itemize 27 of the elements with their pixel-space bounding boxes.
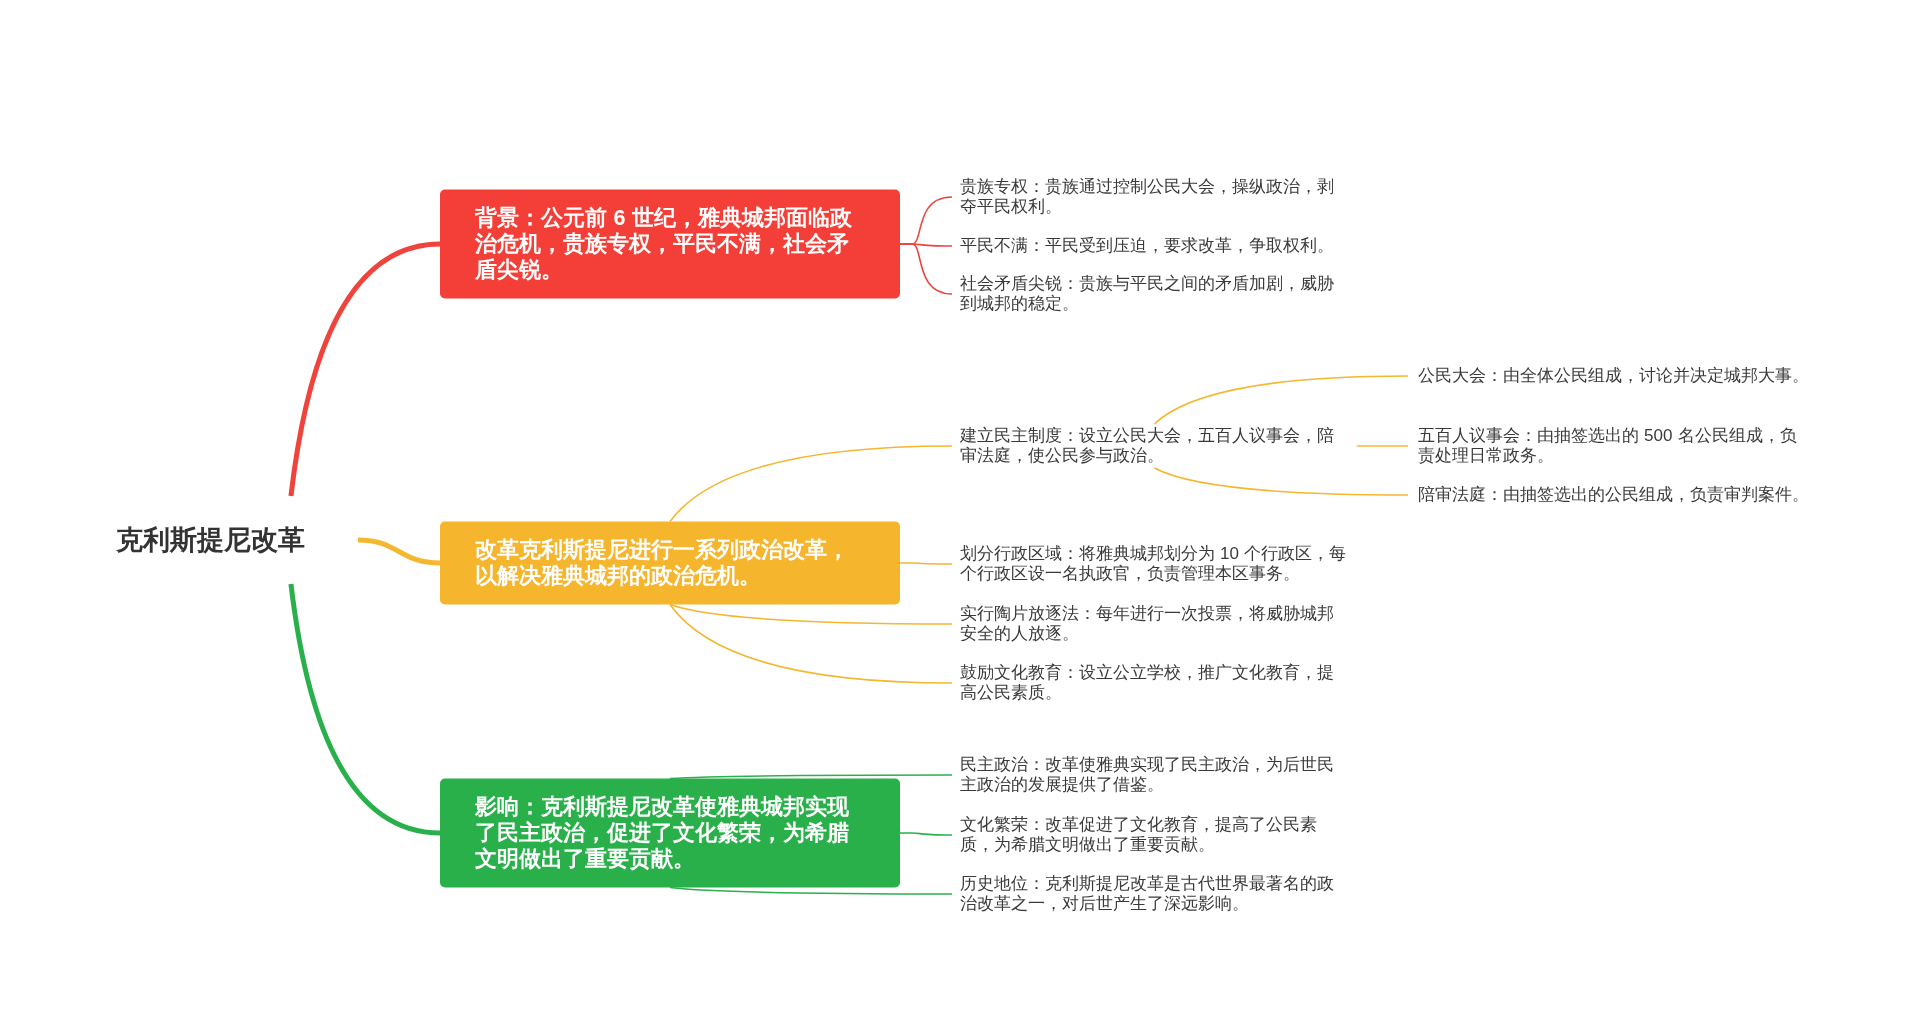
subtopic-label: 陪审法庭：由抽签选出的公民组成，负责审判案件。	[1408, 483, 1815, 507]
branch-line	[669, 603, 953, 684]
subtopic-label: 社会矛盾尖锐：贵族与平民之间的矛盾加剧，威胁到城邦的稳定。	[952, 272, 1357, 316]
branch-line	[1356, 445, 1409, 447]
subtopic-label: 实行陶片放逐法：每年进行一次投票，将威胁城邦安全的人放逐。	[952, 602, 1357, 646]
branch-line	[1153, 467, 1409, 496]
branch-line	[669, 886, 953, 895]
branch-line	[357, 537, 441, 566]
subtopic-label: 平民不满：平民受到压迫，要求改革，争取权利。	[952, 234, 1357, 258]
subtopic-label: 历史地位：克利斯提尼改革是古代世界最著名的政治改革之一，对后世产生了深远影响。	[952, 872, 1357, 916]
branch-line	[669, 603, 953, 625]
subtopic-label: 民主政治：改革使雅典实现了民主政治，为后世民主政治的发展提供了借鉴。	[952, 753, 1357, 797]
subtopic-label: 公民大会：由全体公民组成，讨论并决定城邦大事。	[1408, 364, 1815, 388]
subtopic-label: 建立民主制度：设立公民大会，五百人议事会，陪审法庭，使公民参与政治。	[952, 424, 1357, 468]
subtopic-label: 贵族专权：贵族通过控制公民大会，操纵政治，剥夺平民权利。	[952, 175, 1357, 219]
subtopic-label: 文化繁荣：改革促进了文化教育，提高了公民素质，为希腊文明做出了重要贡献。	[952, 813, 1357, 857]
branch-line	[899, 562, 953, 565]
branch-line	[899, 243, 953, 295]
branch-line	[669, 445, 953, 523]
subtopic-label: 鼓励文化教育：设立公立学校，推广文化教育，提高公民素质。	[952, 661, 1357, 705]
branch-line	[1153, 375, 1409, 425]
branch-line	[288, 241, 441, 497]
branch-line	[899, 832, 953, 836]
topic-box: 影响：克利斯提尼改革使雅典城邦实现了民主政治，促进了文化繁荣，为希腊文明做出了重要贡献。	[440, 778, 900, 888]
branch-line	[288, 583, 441, 836]
topic-box: 改革克利斯提尼进行一系列政治改革，以解决雅典城邦的政治危机。	[440, 521, 900, 605]
central-topic: 克利斯提尼改革	[104, 496, 358, 584]
